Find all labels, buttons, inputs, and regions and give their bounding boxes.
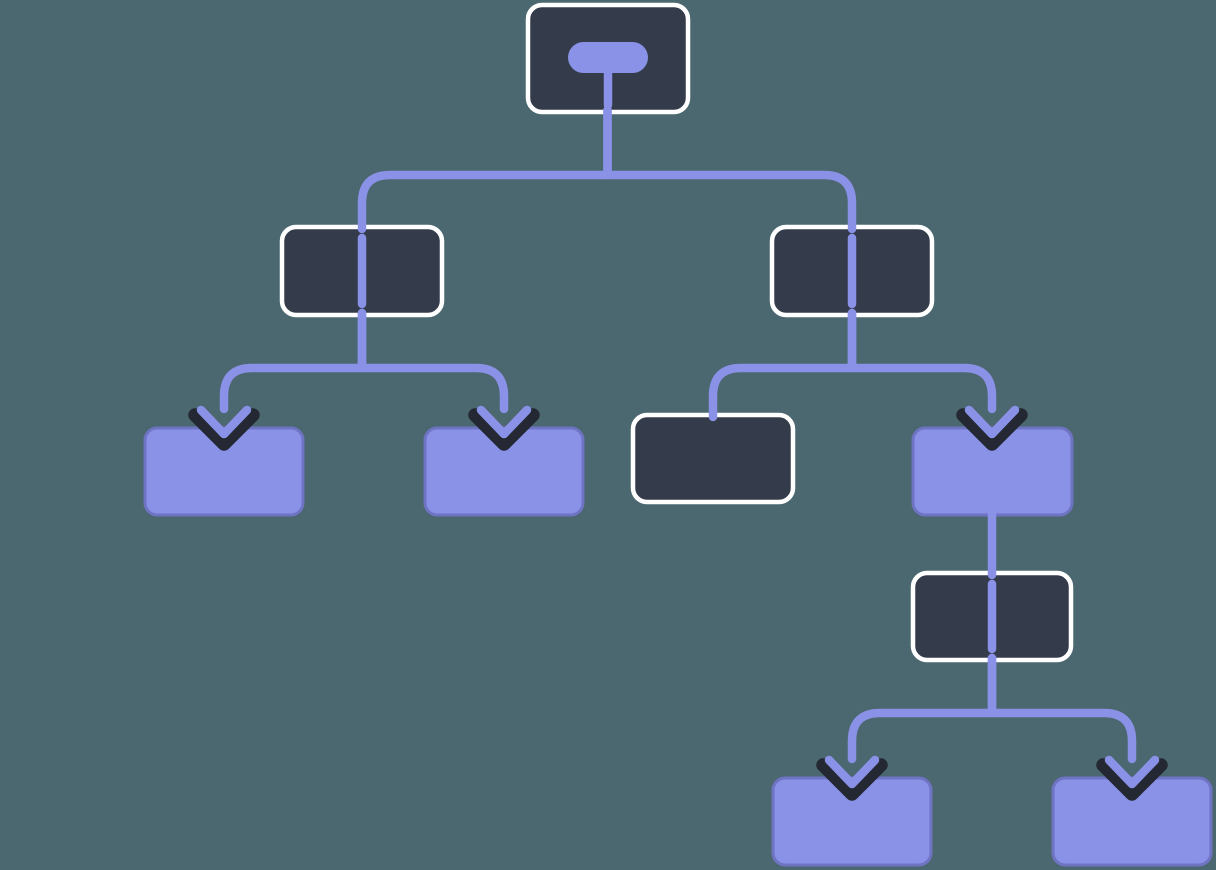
tree-edge-root-to-branch-right bbox=[603, 105, 857, 234]
arrow-down-inner-icon bbox=[196, 405, 252, 439]
arrow-down-icon bbox=[468, 408, 540, 451]
arrow-down-icon bbox=[956, 408, 1028, 451]
arrow-down-inner-icon bbox=[964, 405, 1020, 439]
tree-edge-branch-left-to-leaf-2 bbox=[357, 308, 509, 414]
arrow-down-inner-icon bbox=[1104, 755, 1160, 789]
tree-edge-branch-right-to-leaf-3 bbox=[847, 308, 997, 414]
tree-edge-root-to-branch-left bbox=[357, 105, 612, 234]
tree-edge-branch-right-to-plain-dark bbox=[708, 308, 857, 422]
tree-edge-branch-lower-to-leaf-5 bbox=[987, 653, 1137, 764]
tree-edge-branch-left-to-leaf-1 bbox=[219, 308, 367, 414]
start-pill-icon bbox=[568, 42, 648, 73]
arrow-down-icon bbox=[816, 758, 888, 801]
arrow-down-inner-icon bbox=[476, 405, 532, 439]
arrow-down-inner-icon bbox=[824, 755, 880, 789]
tree-node-plain-dark[interactable] bbox=[630, 412, 796, 505]
arrow-down-icon bbox=[188, 408, 260, 451]
arrow-down-icon bbox=[1096, 758, 1168, 801]
tree-edge-branch-lower-to-leaf-4 bbox=[847, 653, 997, 764]
